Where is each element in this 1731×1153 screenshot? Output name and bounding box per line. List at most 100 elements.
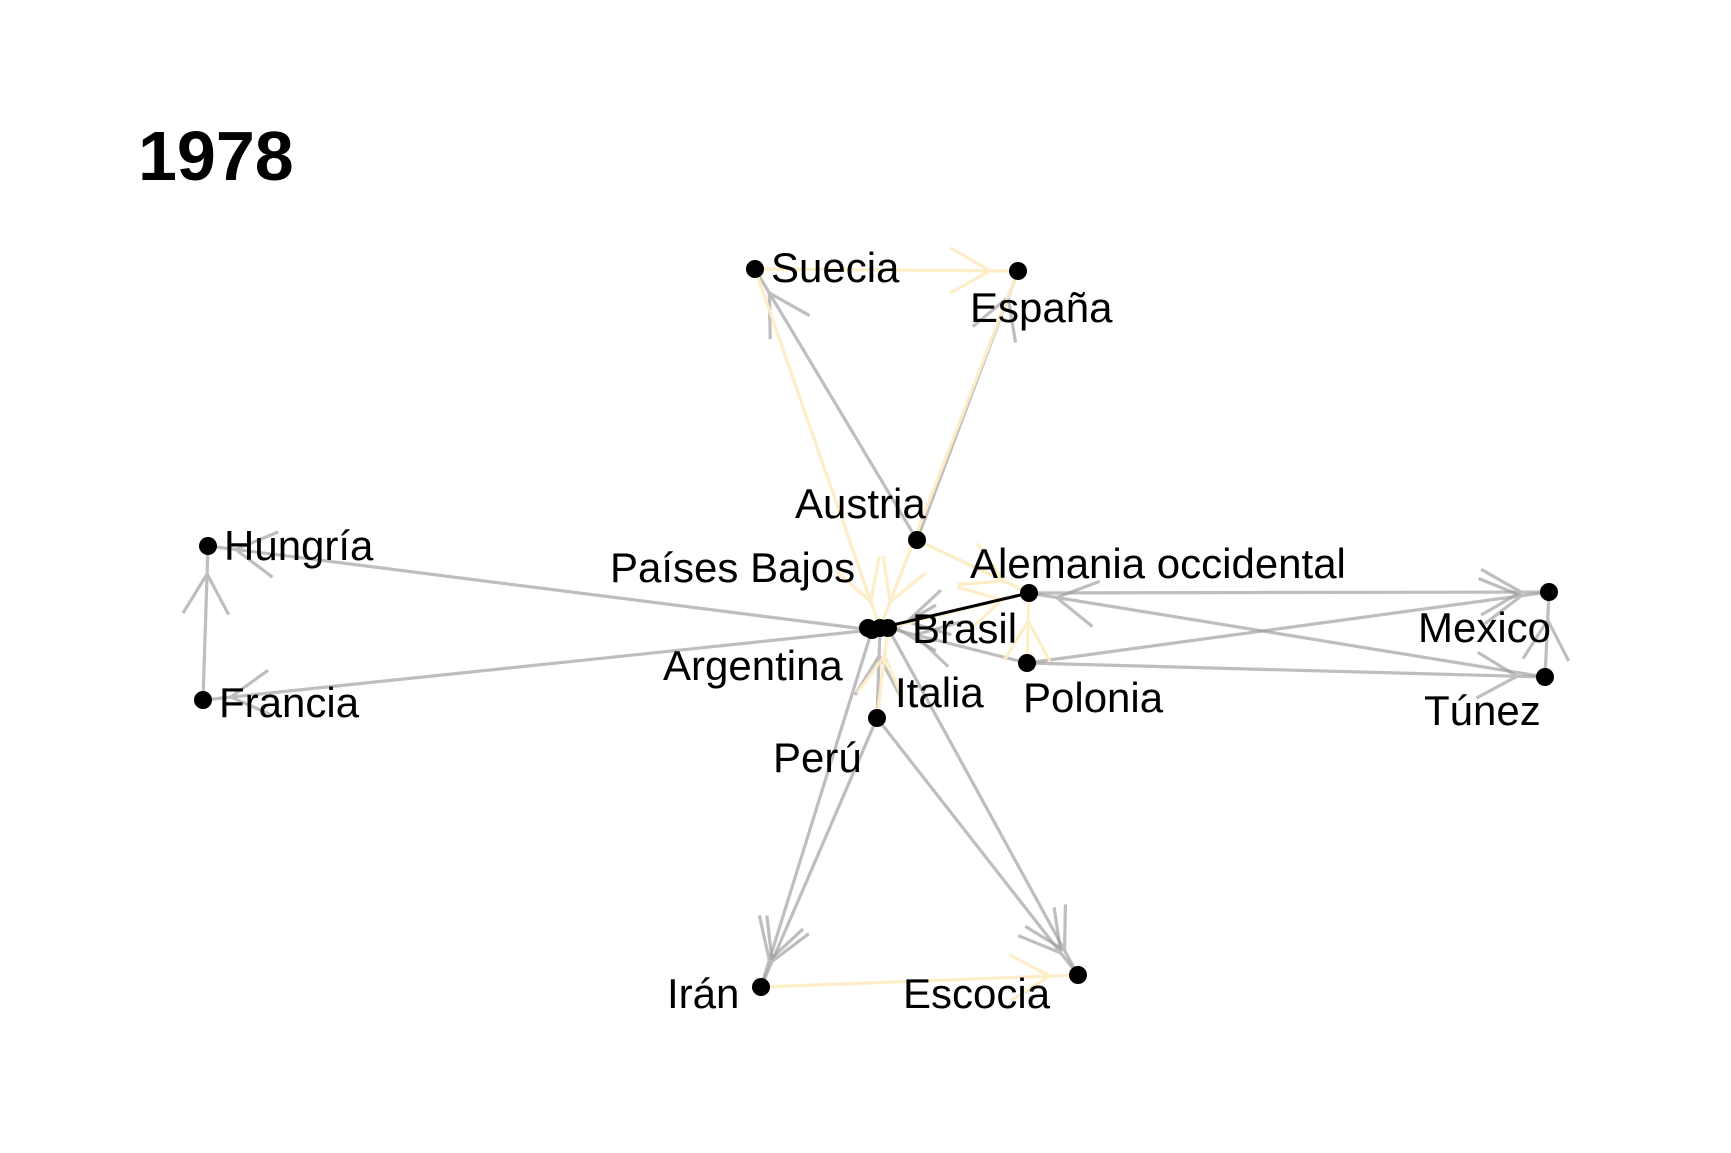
edge-line (202, 628, 873, 702)
arrowhead (757, 915, 805, 964)
edge-line (753, 268, 919, 541)
edge-argentina-francia (202, 628, 873, 718)
edge-line (887, 626, 1028, 665)
node-austria (908, 531, 926, 549)
arrowhead (835, 556, 881, 605)
edge-austria-alemania (916, 538, 1030, 595)
edge-brasil-alemania (879, 591, 1030, 630)
arrowhead (765, 915, 810, 965)
arrowhead (1053, 579, 1101, 628)
arrowhead (957, 542, 1007, 587)
edge-tunez-alemania (1028, 579, 1546, 679)
node-francia (194, 691, 212, 709)
node-label-hungria: Hungría (224, 522, 374, 569)
node-label-austria: Austria (795, 480, 926, 527)
edge-peru-iran (759, 717, 879, 988)
arrowhead (1024, 904, 1068, 954)
node-suecia (746, 260, 764, 278)
edge-line (879, 591, 1030, 630)
edge-polonia-italia (887, 620, 1028, 668)
edge-argentina-hungria (207, 530, 873, 632)
node-italia (879, 619, 897, 637)
arrowhead (181, 570, 231, 616)
arrowhead (1002, 617, 1052, 663)
node-label-paises_bajos: Países Bajos (610, 544, 855, 591)
node-label-tunez: Túnez (1424, 687, 1541, 734)
edge-alemania-mexico (1028, 567, 1550, 617)
node-escocia (1069, 966, 1087, 984)
node-label-polonia: Polonia (1023, 674, 1164, 721)
edge-peru-escocia (875, 717, 1080, 976)
node-alemania (1020, 584, 1038, 602)
arrowhead (227, 668, 274, 718)
node-label-mexico: Mexico (1418, 604, 1551, 651)
node-label-brasil: Brasil (912, 605, 1017, 652)
edge-line (207, 544, 873, 632)
arrowhead (767, 290, 811, 340)
arrowhead (855, 652, 904, 699)
arrowhead (1475, 650, 1521, 700)
edge-polonia-mexico (1026, 577, 1550, 665)
arrowhead (1008, 953, 1054, 1002)
arrowhead (1017, 907, 1063, 956)
arrowhead (232, 530, 279, 579)
edge-line (878, 270, 1020, 629)
node-iran (752, 978, 770, 996)
edge-line (753, 268, 882, 629)
node-label-espana: España (970, 284, 1113, 331)
node-hungria (199, 537, 217, 555)
edge-line (1026, 590, 1550, 665)
node-polonia (1018, 654, 1036, 672)
node-label-escocia: Escocia (903, 970, 1051, 1017)
node-label-argentina: Argentina (663, 642, 843, 689)
arrowhead (912, 620, 960, 668)
node-label-italia: Italia (895, 669, 984, 716)
edge-line (886, 627, 1080, 976)
node-argentina (863, 621, 881, 639)
edge-iran-escocia (760, 953, 1079, 1002)
node-label-francia: Francia (219, 679, 360, 726)
node-label-suecia: Suecia (771, 244, 900, 291)
node-label-peru: Perú (773, 734, 862, 781)
arrowhead (949, 246, 994, 295)
nodes-layer (194, 260, 1558, 996)
node-tunez (1536, 668, 1554, 686)
edge-line (1543, 591, 1551, 678)
edge-line (916, 538, 1030, 595)
edge-peru-italia (855, 627, 904, 719)
edge-austria-suecia (753, 268, 919, 541)
edge-line (1028, 591, 1546, 679)
node-peru (868, 709, 886, 727)
edge-argentina-iran (757, 629, 874, 988)
arrowhead (1521, 616, 1571, 662)
edge-suecia-espana (754, 246, 1019, 295)
edge-tunez-mexico (1521, 591, 1571, 678)
arrowhead (853, 652, 902, 698)
edge-line (1025, 592, 1031, 664)
node-mexico (1540, 583, 1558, 601)
edge-line (875, 627, 890, 719)
arrowhead (1480, 567, 1525, 617)
node-espana (1009, 262, 1027, 280)
diagram-title: 1978 (138, 117, 294, 195)
edge-line (1028, 590, 1550, 595)
node-label-iran: Irán (667, 970, 739, 1017)
edges-layer (181, 246, 1571, 1002)
edge-line (760, 973, 1079, 989)
edge-line (754, 267, 1019, 273)
edge-espana-brasil (878, 270, 1020, 629)
arrowhead (881, 556, 927, 605)
edge-polonia-alemania (1002, 592, 1052, 664)
edge-francia-hungria (181, 545, 231, 701)
edge-line (875, 717, 1080, 976)
arrowhead (1478, 577, 1525, 626)
edge-italia-escocia (886, 627, 1080, 976)
node-label-alemania: Alemania occidental (970, 540, 1346, 587)
edge-suecia-brasil (753, 268, 882, 629)
edge-line (759, 629, 874, 988)
edge-line (759, 717, 879, 988)
edge-polonia-tunez (1026, 650, 1546, 700)
